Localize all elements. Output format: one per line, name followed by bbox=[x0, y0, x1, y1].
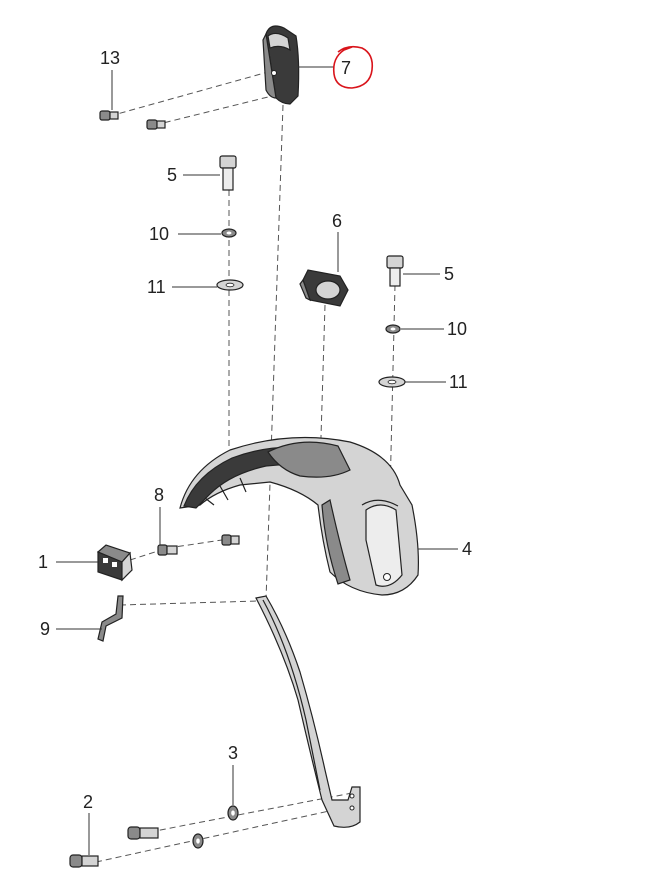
part-9-bracket bbox=[97, 595, 124, 642]
part-10-lock-washer-right bbox=[385, 324, 401, 334]
part-11-flat-washer-right bbox=[378, 376, 406, 388]
part-3-washer-2 bbox=[192, 833, 204, 849]
callout-10-left: 10 bbox=[149, 224, 169, 244]
callout-labels: 13 7 5 10 11 6 5 10 11 4 8 1 9 3 2 bbox=[38, 48, 472, 812]
leader-lines bbox=[56, 66, 458, 855]
part-8-screw bbox=[157, 544, 178, 556]
part-5-bolt-right bbox=[386, 255, 404, 287]
part-6-cap bbox=[299, 269, 349, 307]
part-8-screw-2 bbox=[221, 534, 240, 546]
part-2-bolt bbox=[127, 826, 159, 840]
callout-6: 6 bbox=[332, 211, 342, 231]
callout-11-left: 11 bbox=[147, 277, 166, 297]
callout-5-left: 5 bbox=[167, 165, 177, 185]
callout-2: 2 bbox=[83, 792, 93, 812]
callout-13: 13 bbox=[100, 48, 120, 68]
callout-4: 4 bbox=[462, 539, 472, 559]
part-13-screw bbox=[99, 110, 119, 121]
callout-10-right: 10 bbox=[447, 319, 467, 339]
part-5-bolt-left bbox=[219, 155, 237, 191]
support-arm bbox=[255, 595, 361, 828]
part-13-screw-2 bbox=[146, 119, 166, 130]
part-11-flat-washer-left bbox=[216, 279, 244, 291]
callout-9: 9 bbox=[40, 619, 50, 639]
callout-8: 8 bbox=[154, 485, 164, 505]
part-4-fender bbox=[179, 436, 419, 596]
part-7-grip-pad bbox=[262, 25, 300, 105]
callout-3: 3 bbox=[228, 743, 238, 763]
part-10-lock-washer-left bbox=[221, 228, 237, 238]
callout-7: 7 bbox=[341, 58, 351, 78]
callout-1: 1 bbox=[38, 552, 48, 572]
highlight-circle bbox=[332, 45, 374, 89]
part-3-washer bbox=[227, 805, 239, 821]
callout-5-right: 5 bbox=[444, 264, 454, 284]
part-1-mounting-block bbox=[96, 544, 133, 582]
callout-11-right: 11 bbox=[449, 372, 468, 392]
part-2-bolt-2 bbox=[69, 854, 99, 868]
